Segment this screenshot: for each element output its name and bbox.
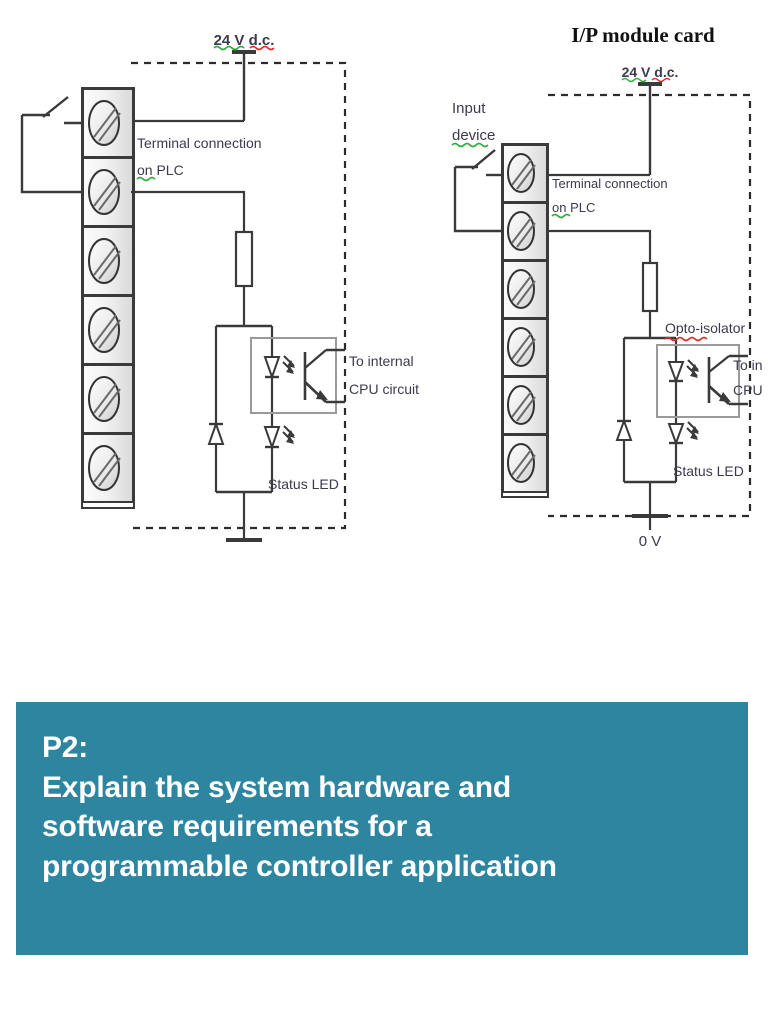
cpu-label-right-line1: To in bbox=[733, 357, 763, 373]
wire-terminal2-to-resistor bbox=[131, 190, 246, 232]
opto-isolator-label: Opto-isolator bbox=[665, 320, 745, 336]
terminal-row bbox=[502, 202, 548, 261]
wire-terminal2-to-resistor bbox=[548, 229, 652, 263]
opto-led-right bbox=[667, 359, 699, 384]
status-led-right bbox=[667, 421, 699, 446]
supply-label-left: 24 V d.c. bbox=[214, 32, 275, 49]
status-led-left bbox=[263, 425, 295, 451]
spellcheck-underline-green bbox=[451, 142, 489, 148]
terminal-row bbox=[502, 376, 548, 435]
prompt-callout-box: P2: Explain the system hardware and soft… bbox=[16, 702, 748, 955]
supply-label-right: 24 V d.c. bbox=[622, 64, 679, 80]
terminal-row bbox=[82, 157, 134, 227]
module-boundary-dashed bbox=[131, 61, 347, 530]
spellcheck-underline-green bbox=[136, 176, 156, 182]
terminal-row bbox=[502, 144, 548, 203]
terminal-row bbox=[82, 88, 134, 158]
supply-24v-symbol bbox=[232, 50, 256, 120]
resistor-left bbox=[234, 230, 254, 288]
terminal-row bbox=[82, 433, 134, 503]
cpu-label-left-line1: To internal bbox=[349, 353, 414, 369]
plc-input-wiring-diagram: 24 V d.c. bbox=[20, 23, 763, 550]
opto-isolator-box-left bbox=[250, 337, 337, 414]
left-circuit: 24 V d.c. bbox=[20, 32, 419, 542]
spellcheck-underline-red bbox=[664, 336, 708, 342]
terminal-row bbox=[502, 318, 548, 377]
terminal-block-left bbox=[81, 87, 135, 509]
opto-led-left bbox=[263, 355, 295, 381]
status-led-label-left: Status LED bbox=[268, 476, 339, 492]
module-card-title: I/P module card bbox=[571, 23, 715, 47]
terminal-row bbox=[82, 295, 134, 365]
prompt-callout-text: P2: Explain the system hardware and soft… bbox=[42, 731, 557, 883]
status-led-label-right: Status LED bbox=[673, 463, 744, 479]
spellcheck-underline-red bbox=[651, 77, 671, 83]
spellcheck-underline-green bbox=[551, 213, 571, 219]
input-device-label-line2: device bbox=[452, 127, 495, 144]
terminal-row bbox=[82, 226, 134, 296]
spellcheck-underline-red bbox=[249, 45, 275, 51]
cpu-label-left-line2: CPU circuit bbox=[349, 381, 419, 397]
terminal-row bbox=[502, 434, 548, 493]
protection-diode-left bbox=[207, 420, 225, 445]
switch-blade bbox=[42, 96, 69, 118]
terminal-row bbox=[502, 260, 548, 319]
terminal-label-right-line2: on PLC bbox=[552, 200, 595, 215]
terminal-block-right bbox=[501, 143, 549, 498]
spellcheck-underline-green bbox=[621, 77, 647, 83]
supply-24v-symbol bbox=[638, 82, 662, 175]
protection-diode-right bbox=[615, 418, 633, 441]
input-device-label-line1: Input bbox=[452, 100, 486, 117]
resistor-right bbox=[641, 261, 659, 313]
terminal-label-left-line2: on PLC bbox=[137, 162, 184, 178]
phototransistor-left bbox=[272, 337, 345, 404]
input-switch-left bbox=[20, 96, 82, 194]
input-device-switch-right bbox=[453, 149, 502, 233]
ground-label-0v: 0 V bbox=[639, 533, 662, 550]
terminal-row bbox=[82, 364, 134, 434]
diagram-svg: 24 V d.c. bbox=[20, 23, 763, 550]
spellcheck-underline-green bbox=[213, 45, 245, 51]
switch-blade bbox=[471, 149, 496, 170]
right-circuit: I/P module card 24 V d.c. bbox=[451, 23, 763, 550]
terminal-label-left-line1: Terminal connection bbox=[137, 135, 262, 151]
cpu-label-right-line2: CPU bbox=[733, 382, 763, 398]
phototransistor-right bbox=[676, 344, 748, 406]
terminal-label-right-line1: Terminal connection bbox=[552, 176, 668, 191]
